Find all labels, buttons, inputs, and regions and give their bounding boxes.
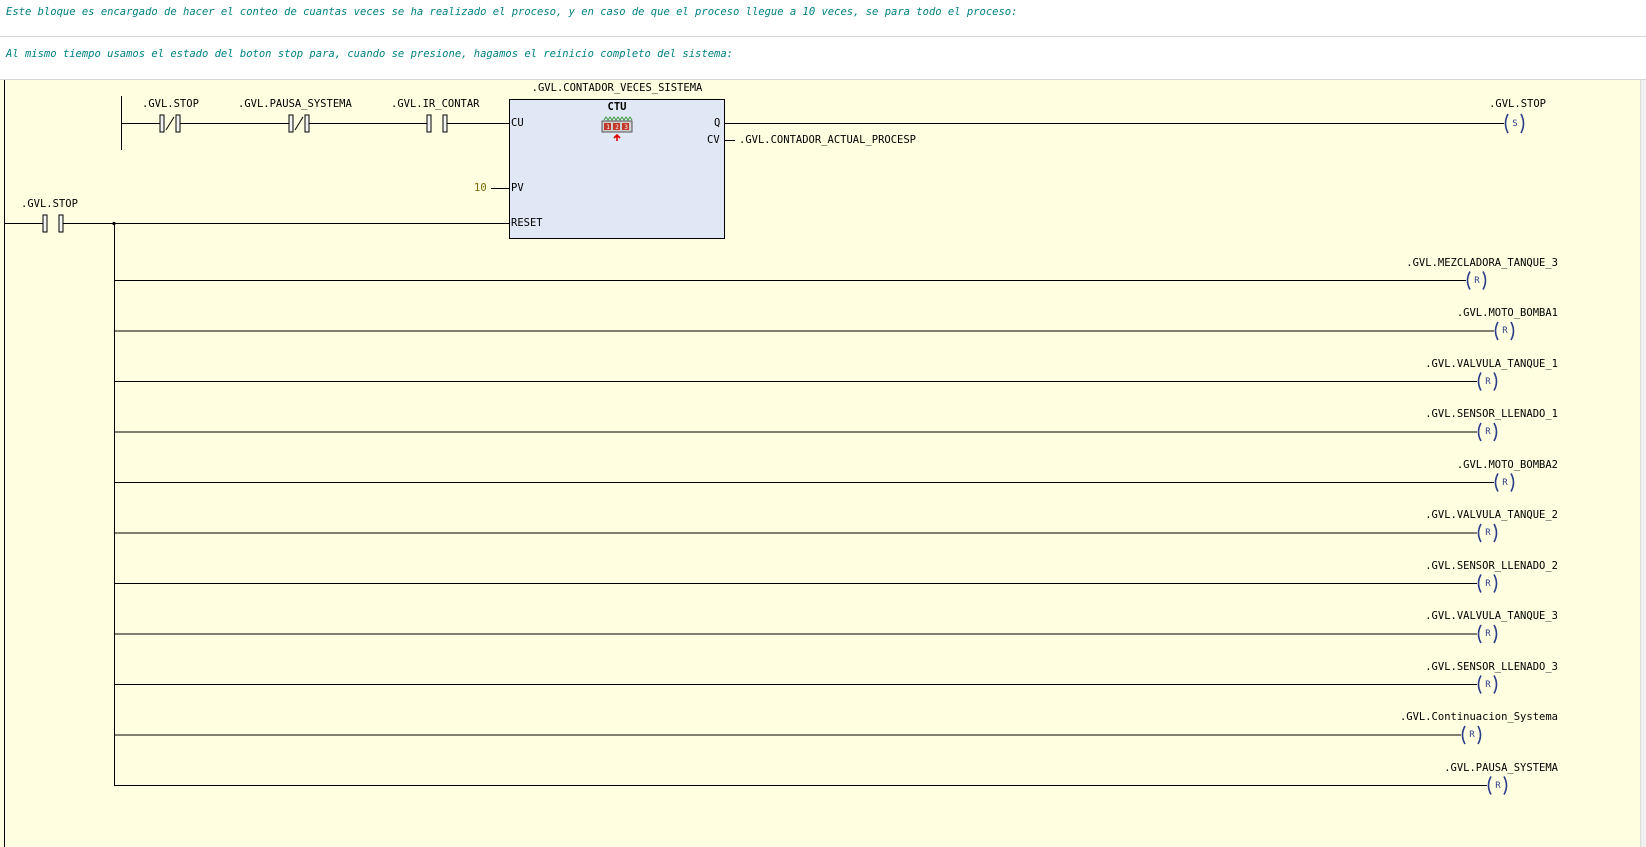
contact-stop-nc[interactable] [159,114,181,133]
network-comment-1[interactable]: Este bloque es encargado de hacer el con… [0,0,1646,37]
ctu-pin-reset: RESET [511,217,543,229]
coil-reset[interactable] [1487,776,1508,795]
coil-symbol-reset: R [1485,427,1491,437]
coil-label: .GVL.SENSOR_LLENADO_3 [1425,660,1558,673]
coil-symbol-set: S [1512,119,1518,129]
coil-label-stop: .GVL.STOP [1489,98,1546,110]
coil-stop-set[interactable] [1504,113,1525,134]
coil-reset[interactable] [1477,372,1498,391]
coil-label: .GVL.MOTO_BOMBA2 [1456,458,1558,471]
coil-reset[interactable] [1477,523,1498,543]
coil-label: .GVL.VALVULA_TANQUE_1 [1425,357,1558,370]
coil-reset[interactable] [1477,675,1498,694]
coil-symbol-reset: R [1495,780,1501,791]
svg-text:3: 3 [624,124,628,131]
vertical-scrollbar[interactable] [1640,80,1646,847]
cv-output-variable[interactable]: .GVL.CONTADOR_ACTUAL_PROCESP [739,134,917,146]
coil-label: .GVL.SENSOR_LLENADO_1 [1425,408,1558,420]
ladder-editor[interactable]: 1 2 3 .GVL.STOP .GVL.PAUSA_SYSTEMA .GVL.… [0,80,1646,847]
coil-reset[interactable] [1494,473,1515,492]
coil-symbol-reset: R [1485,629,1491,639]
coil-symbol-reset: R [1485,528,1491,538]
coil-label: .GVL.SENSOR_LLENADO_2 [1425,559,1558,572]
ctu-counter-icon: 1 2 3 [601,116,633,141]
coil-reset[interactable] [1477,422,1498,442]
contact-stop-no[interactable] [42,214,64,233]
contact-label-stop: .GVL.STOP [142,98,199,110]
network-comment-2[interactable]: Al mismo tiempo usamos el estado del bot… [0,37,1646,80]
coil-reset[interactable] [1477,574,1498,593]
ctu-block-type: CTU [607,101,627,113]
coil-label: .GVL.PAUSA_SYSTEMA [1444,761,1558,774]
coil-reset[interactable] [1477,624,1498,644]
ladder-diagram: 1 2 3 [4,80,1525,847]
coil-symbol-reset: R [1485,578,1491,589]
ctu-instance-name[interactable]: .GVL.CONTADOR_VECES_SISTEMA [531,82,703,94]
svg-text:2: 2 [615,124,619,131]
coil-label: .GVL.MOTO_BOMBA1 [1456,307,1558,319]
contact-label-pausa-systema: .GVL.PAUSA_SYSTEMA [238,98,352,110]
ctu-pin-cv: CV [707,134,720,146]
ctu-pin-pv: PV [511,182,524,194]
coil-symbol-reset: R [1485,376,1491,387]
contact-label-ir-contar: .GVL.IR_CONTAR [391,98,480,110]
contact-ir-contar-no[interactable] [426,114,448,133]
coil-symbol-reset: R [1502,477,1508,488]
coil-label: .GVL.Continuacion_Systema [1399,711,1558,723]
coil-label: .GVL.VALVULA_TANQUE_2 [1425,509,1558,521]
coil-symbol-reset: R [1502,326,1508,336]
contact-pausa-systema-nc[interactable] [288,114,310,133]
coil-symbol-reset: R [1469,730,1475,740]
coil-reset[interactable] [1466,271,1487,290]
ctu-pin-cu: CU [511,117,524,129]
coil-label: .GVL.VALVULA_TANQUE_3 [1425,610,1558,622]
coil-reset[interactable] [1494,321,1515,341]
coil-label: .GVL.MEZCLADORA_TANQUE_3 [1406,256,1558,269]
pv-value[interactable]: 10 [474,182,487,194]
comment-text-2: Al mismo tiempo usamos el estado del bot… [6,48,733,60]
coil-symbol-reset: R [1485,679,1491,690]
comment-text-1: Este bloque es encargado de hacer el con… [6,6,1018,18]
coil-symbol-reset: R [1474,275,1480,286]
ctu-pin-q: Q [714,117,721,129]
svg-text:1: 1 [606,124,610,131]
coil-reset[interactable] [1461,725,1482,745]
contact-label-stop-reset: .GVL.STOP [21,198,78,210]
